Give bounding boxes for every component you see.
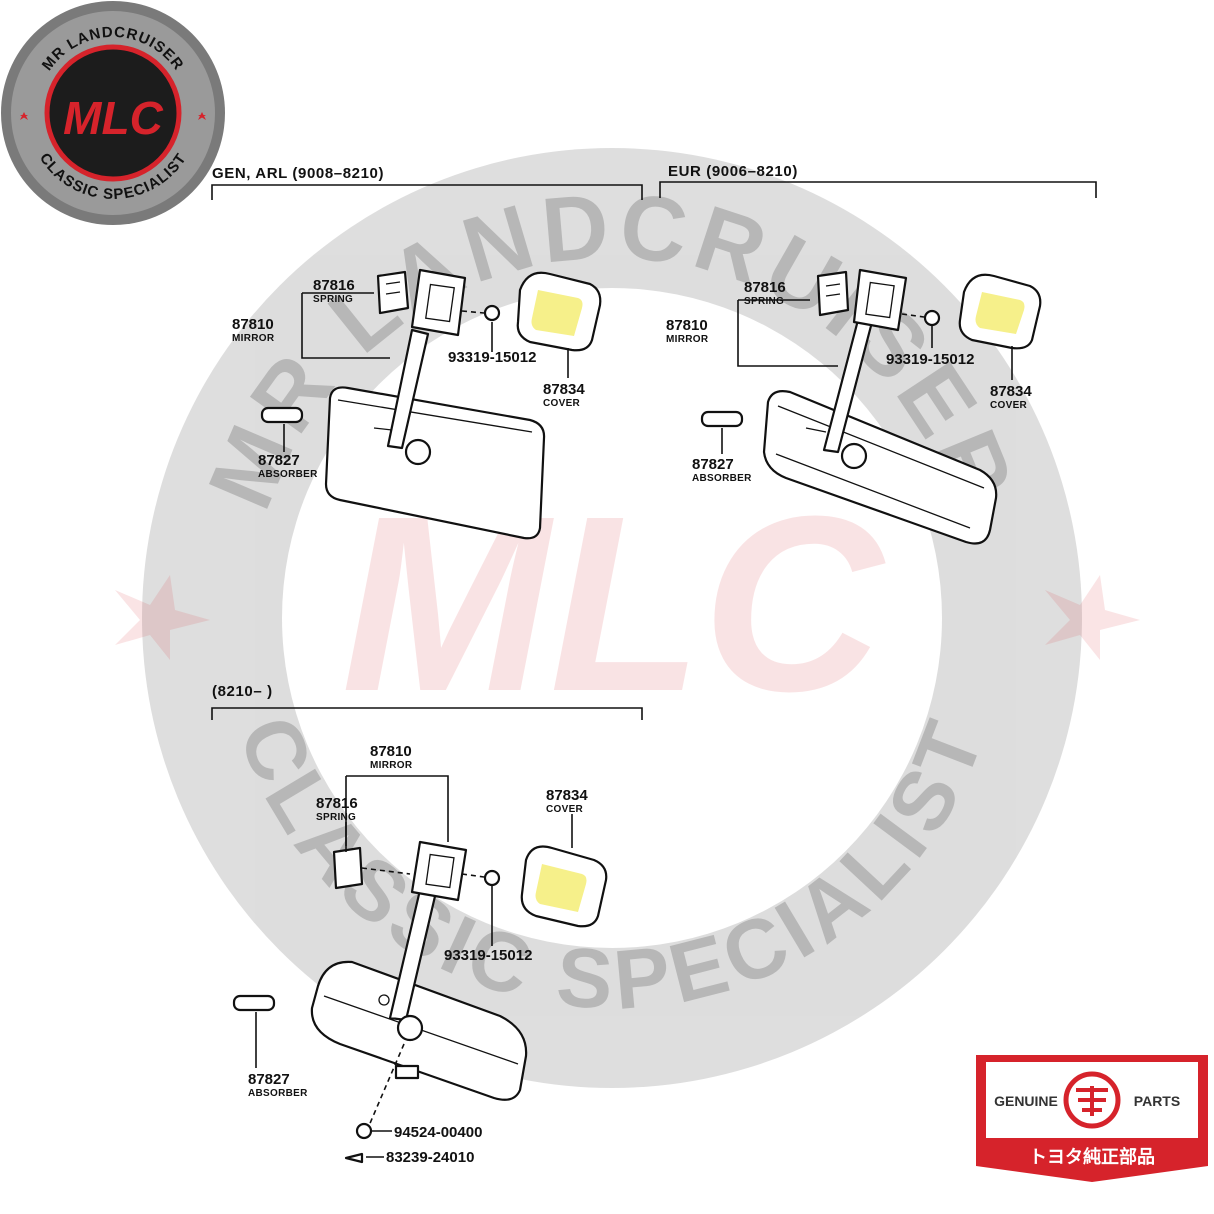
absorber-number: 87827 xyxy=(258,452,300,469)
absorber-number: 87827 xyxy=(692,456,734,473)
absorber-part xyxy=(700,410,744,428)
spring-number: 87816 xyxy=(744,279,786,296)
cover-highlight xyxy=(531,290,583,336)
mirror-label: MIRROR xyxy=(666,334,709,345)
mirror-pivot xyxy=(404,438,432,466)
section-bracket xyxy=(211,707,643,720)
screw-part xyxy=(923,309,941,327)
mirror-number: 87810 xyxy=(666,317,708,334)
screw-number: 93319-15012 xyxy=(444,947,532,964)
spring-number: 87816 xyxy=(313,277,355,294)
absorber-part xyxy=(232,994,276,1012)
absorber-label: ABSORBER xyxy=(258,469,318,480)
logo-center-disc xyxy=(44,44,182,182)
mirror-pivot xyxy=(396,1014,424,1042)
section-header: GEN, ARL (9008–8210) xyxy=(212,165,384,182)
corner-logo: MR LANDCRUISER CLASSIC SPECIALIST MLC xyxy=(1,1,225,225)
bolt-part xyxy=(355,1122,373,1140)
logo-star-right xyxy=(198,112,206,120)
genuine-parts-badge: GENUINE PARTS トヨタ純正部品 xyxy=(976,1055,1208,1182)
bolt-number: 94524-00400 xyxy=(394,1124,482,1141)
section-eur: EUR (9006–8210) 87816 SPRING 87810 MIRRO… xyxy=(659,163,1097,545)
mirror-bracket xyxy=(852,268,908,332)
cover-number: 87834 xyxy=(543,381,585,398)
section-bracket xyxy=(659,181,1097,198)
screw-number: 93319-15012 xyxy=(448,349,536,366)
screw-part xyxy=(483,869,501,887)
section-bracket xyxy=(211,184,643,200)
mirror-number: 87810 xyxy=(370,743,412,760)
mirror-body xyxy=(762,390,998,545)
absorber-part xyxy=(260,406,304,424)
section-header: EUR (9006–8210) xyxy=(668,163,798,180)
spring-part xyxy=(816,270,850,317)
cover-number: 87834 xyxy=(546,787,588,804)
mirror-bracket xyxy=(410,268,467,337)
logo-monogram: MLC xyxy=(63,92,163,144)
screw-number: 93319-15012 xyxy=(886,351,974,368)
cover-label: COVER xyxy=(543,398,581,409)
spring-number: 87816 xyxy=(316,795,358,812)
cover-highlight xyxy=(975,292,1025,334)
mirror-stay xyxy=(386,328,430,450)
mirror-bracket xyxy=(410,840,468,902)
mirror-label: MIRROR xyxy=(232,333,275,344)
cover-label: COVER xyxy=(546,804,584,815)
spring-label: SPRING xyxy=(316,812,356,823)
section-gen-arl: GEN, ARL (9008–8210) 87816 SPRING 87810 … xyxy=(211,165,643,540)
absorber-label: ABSORBER xyxy=(692,473,752,484)
badge-parts: PARTS xyxy=(1134,1093,1180,1109)
absorber-label: ABSORBER xyxy=(248,1088,308,1099)
spring-part xyxy=(332,846,364,890)
mirror-clip xyxy=(394,1064,420,1080)
absorber-number: 87827 xyxy=(248,1071,290,1088)
watermark-star-right xyxy=(1045,575,1140,660)
badge-genuine: GENUINE xyxy=(994,1093,1058,1109)
screw-part xyxy=(483,304,501,322)
mirror-label: MIRROR xyxy=(370,760,413,771)
spring-label: SPRING xyxy=(313,294,353,305)
mirror-pivot xyxy=(840,442,868,470)
section-8210: (8210– ) 87 xyxy=(211,683,643,1166)
cover-label: COVER xyxy=(990,400,1028,411)
section-header: (8210– ) xyxy=(212,683,273,700)
mirror-number: 87810 xyxy=(232,316,274,333)
spring-label: SPRING xyxy=(744,296,784,307)
cover-number: 87834 xyxy=(990,383,1032,400)
screw2-part xyxy=(344,1152,364,1164)
watermark-star-left xyxy=(115,575,210,660)
badge-japanese: トヨタ純正部品 xyxy=(1029,1146,1155,1168)
logo-star-left xyxy=(20,112,28,120)
cover-highlight xyxy=(535,864,587,912)
screw2-number: 83239-24010 xyxy=(386,1149,474,1166)
